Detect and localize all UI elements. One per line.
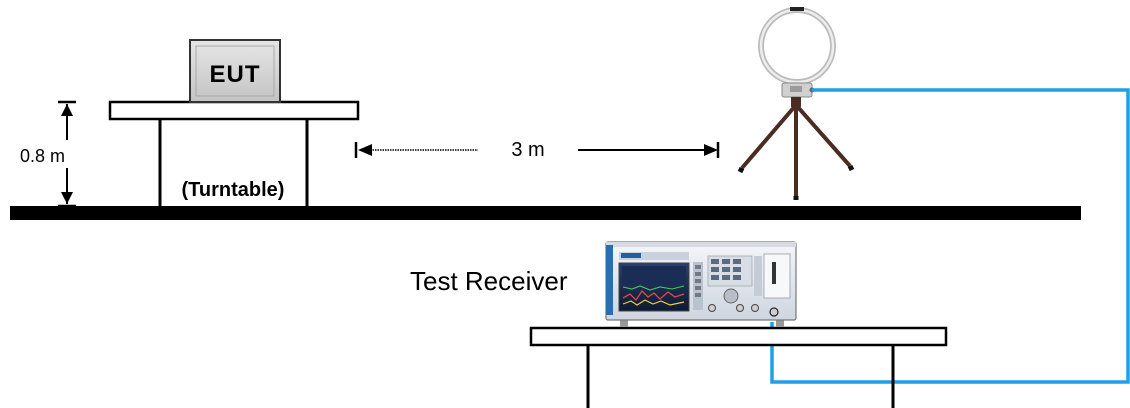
receiver-table-top [529, 326, 948, 347]
height-dimension: 0.8 m [20, 100, 76, 208]
arrow-right-icon [704, 144, 718, 156]
turntable-label: (Turntable) [182, 179, 285, 201]
arrow-up-icon [61, 104, 73, 116]
receiver-label: Test Receiver [410, 266, 568, 296]
arrow-left-icon [358, 144, 372, 156]
tripod-icon [737, 97, 855, 200]
coaxial-cable [770, 88, 1130, 384]
test-receiver-icon [605, 241, 797, 327]
loop-antenna-icon [758, 7, 836, 98]
distance-label: 3 m [511, 139, 544, 161]
eut-table-top [108, 100, 360, 121]
distance-dimension: 3 m [354, 139, 720, 161]
receiver-table [529, 326, 948, 408]
height-label: 0.8 m [20, 146, 65, 166]
eut-box: EUT [189, 39, 281, 103]
ground-plane [10, 206, 1081, 220]
eut-label: EUT [210, 61, 261, 88]
arrow-down-icon [61, 192, 73, 204]
